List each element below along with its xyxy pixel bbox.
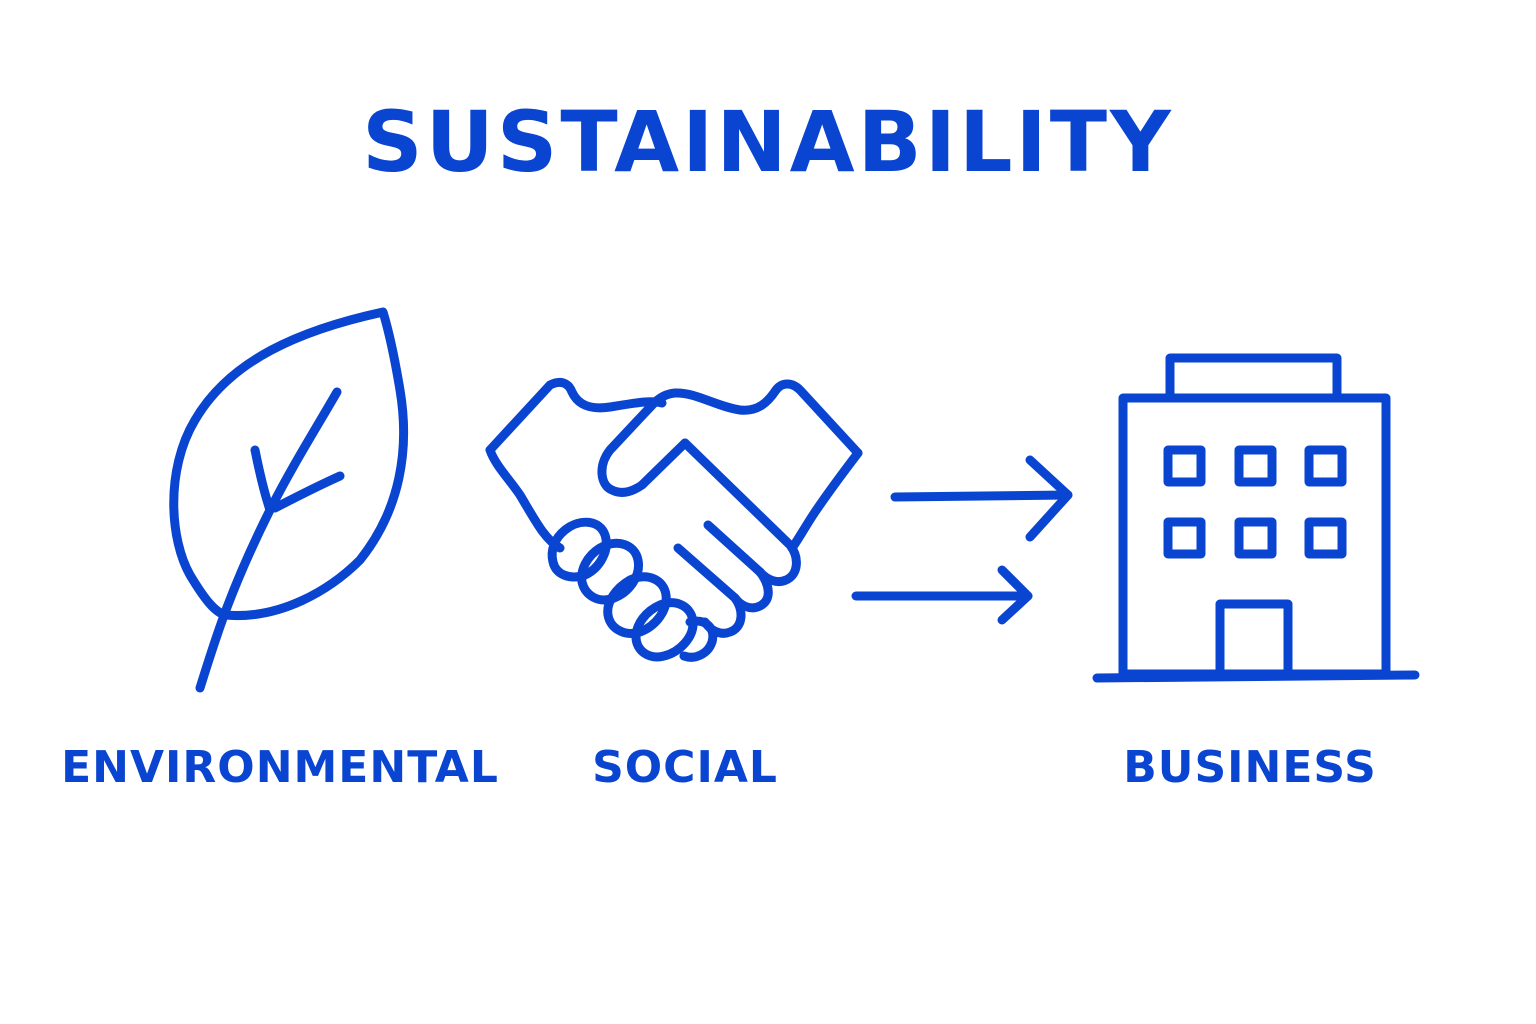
building-ground xyxy=(1092,670,1420,683)
building-window xyxy=(1234,445,1277,487)
office-building-icon xyxy=(1092,353,1420,683)
leaf-vein-left xyxy=(250,445,275,515)
leaf-vein-right xyxy=(270,471,345,513)
building-window xyxy=(1234,517,1277,559)
handshake-knuckle-4 xyxy=(631,598,698,662)
handshake-finger-line-2 xyxy=(673,543,773,613)
handshake-right-sleeve xyxy=(650,379,863,458)
handshake-left-sleeve xyxy=(485,377,667,455)
handshake-finger-line-1 xyxy=(703,520,765,577)
handshake-icon xyxy=(485,377,863,662)
building-door xyxy=(1215,599,1293,679)
handshake-right-arm xyxy=(787,448,863,553)
leaf-outline xyxy=(169,307,409,621)
leaf-stem xyxy=(195,387,342,693)
building-body xyxy=(1118,393,1391,679)
handshake-palm-bottom xyxy=(700,593,746,638)
building-window xyxy=(1304,517,1347,559)
building-window xyxy=(1163,445,1206,487)
pillar-label-environmental: ENVIRONMENTAL xyxy=(61,742,499,793)
pillar-label-social: SOCIAL xyxy=(592,742,778,793)
building-roof xyxy=(1165,353,1342,403)
building-window xyxy=(1163,517,1206,559)
arrow-bottom-head xyxy=(997,565,1033,625)
leaf-icon xyxy=(169,307,409,693)
handshake-left-arm xyxy=(485,445,565,553)
arrow-top-head xyxy=(1025,455,1073,542)
double-arrow-right-icon xyxy=(851,455,1073,625)
pillar-label-business: BUSINESS xyxy=(1123,742,1377,793)
arrow-top-shaft xyxy=(890,490,1073,502)
diagram-title: SUSTAINABILITY xyxy=(362,93,1174,191)
handshake-palm-top xyxy=(680,438,801,587)
handshake-thumb xyxy=(597,397,690,497)
building-window xyxy=(1304,445,1347,487)
